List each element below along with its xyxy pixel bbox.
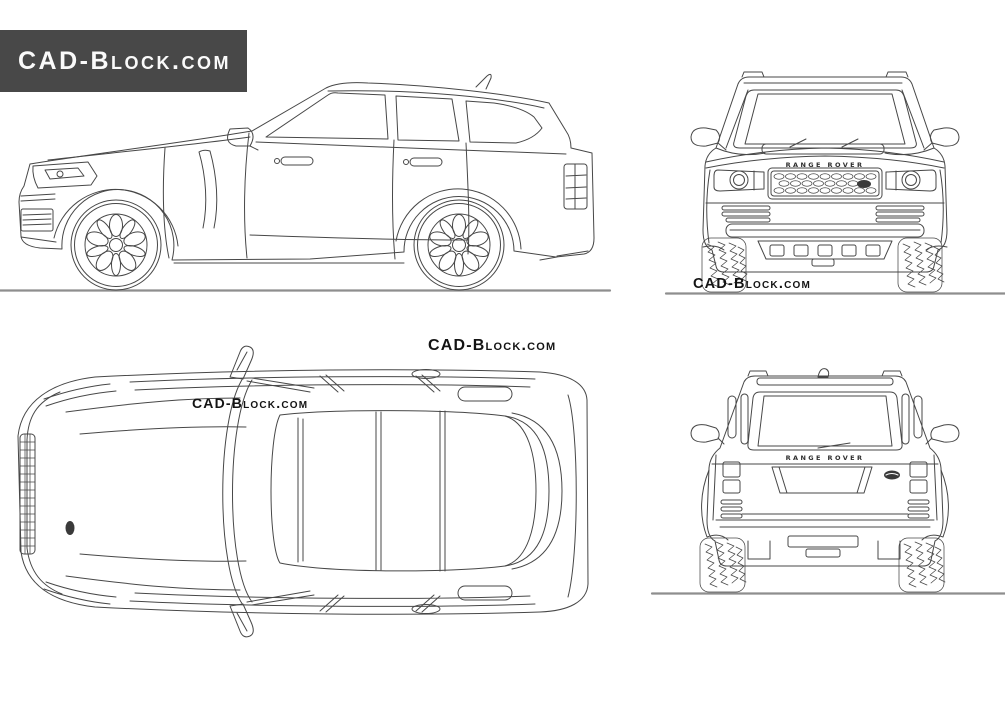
mirror-top [229, 345, 254, 380]
site-logo[interactable]: CAD-Block.com [0, 30, 247, 92]
rear-mirror-right [925, 424, 960, 445]
front-fender-arch [53, 188, 179, 247]
front-tires [701, 237, 945, 293]
license-recess [771, 466, 873, 494]
side-headlight [32, 161, 98, 189]
fog-vents [721, 205, 925, 223]
antenna-fin [475, 73, 492, 90]
rear-antenna [817, 368, 830, 378]
door-handles [274, 156, 443, 167]
side-taillight [563, 163, 588, 210]
side-view-drawing [0, 73, 612, 292]
top-grille [19, 433, 75, 555]
bumper-bar [725, 223, 925, 238]
roof-rail-caps [741, 71, 909, 78]
grille-mesh [773, 173, 877, 194]
skid-plate [757, 240, 893, 267]
top-view-drawing [17, 345, 589, 638]
site-logo-text: CAD-Block.com [18, 46, 231, 75]
rear-wiper [817, 442, 851, 449]
watermark-center: CAD-Block.com [428, 337, 557, 354]
beltline [255, 141, 567, 155]
roof-spoiler [756, 377, 894, 386]
rear-wheel [413, 199, 505, 291]
headlight-right [885, 169, 937, 192]
windshield [733, 89, 917, 149]
rear-view-drawing: RANGE ROVER [650, 368, 1005, 595]
rear-fender-arch [395, 188, 522, 250]
watermark-top-view: CAD-Block.com [192, 395, 309, 411]
bumper-lines-rear [715, 513, 935, 528]
hood-creases [65, 397, 247, 591]
front-door-window [265, 92, 389, 140]
rear-window [747, 391, 903, 451]
rear-badge-text: RANGE ROVER [786, 454, 865, 462]
bumper-seams [43, 383, 117, 605]
hood-lines [705, 147, 945, 169]
mirror-right [923, 127, 960, 151]
pillar-slots [727, 393, 923, 445]
grille-badge [857, 180, 871, 188]
liftgate-edge [567, 394, 577, 598]
watermark-front-view: CAD-Block.com [693, 276, 812, 292]
front-view-drawing: RANGE ROVER [664, 71, 1005, 295]
d-pillar-pad-top [457, 386, 513, 402]
side-grille [20, 193, 57, 243]
top-badge [65, 521, 75, 535]
headlight-left [713, 169, 765, 192]
quarter-window [465, 100, 543, 144]
rear-fender-flares [701, 469, 949, 541]
wipers [789, 138, 859, 148]
front-badge-text: RANGE ROVER [786, 161, 865, 169]
windshield-arcs [222, 377, 253, 606]
front-grille [767, 167, 883, 200]
roof-panels [270, 410, 563, 572]
taillight-right [907, 461, 930, 519]
hood-vent [761, 143, 885, 155]
mirror-left [690, 127, 727, 151]
rear-skid [747, 535, 901, 560]
fender-vent [198, 149, 218, 229]
rear-body-outline [706, 375, 944, 567]
side-body-outline [18, 82, 595, 261]
roof-rails [129, 376, 536, 607]
rear-door-window [395, 95, 460, 142]
front-wheel [70, 199, 162, 291]
roof-rail-caps-rear [747, 370, 903, 377]
rear-tires [699, 537, 946, 593]
taillight-left [720, 461, 743, 519]
front-body-outline [702, 76, 948, 273]
side-mirror [227, 127, 259, 151]
rear-mirror-left [690, 424, 725, 445]
a-pillars [246, 377, 315, 606]
mirror-bottom [229, 603, 254, 638]
d-pillar-pad-bottom [457, 585, 513, 601]
rear-badge-oval [884, 470, 900, 480]
pillar-seams [319, 374, 441, 613]
